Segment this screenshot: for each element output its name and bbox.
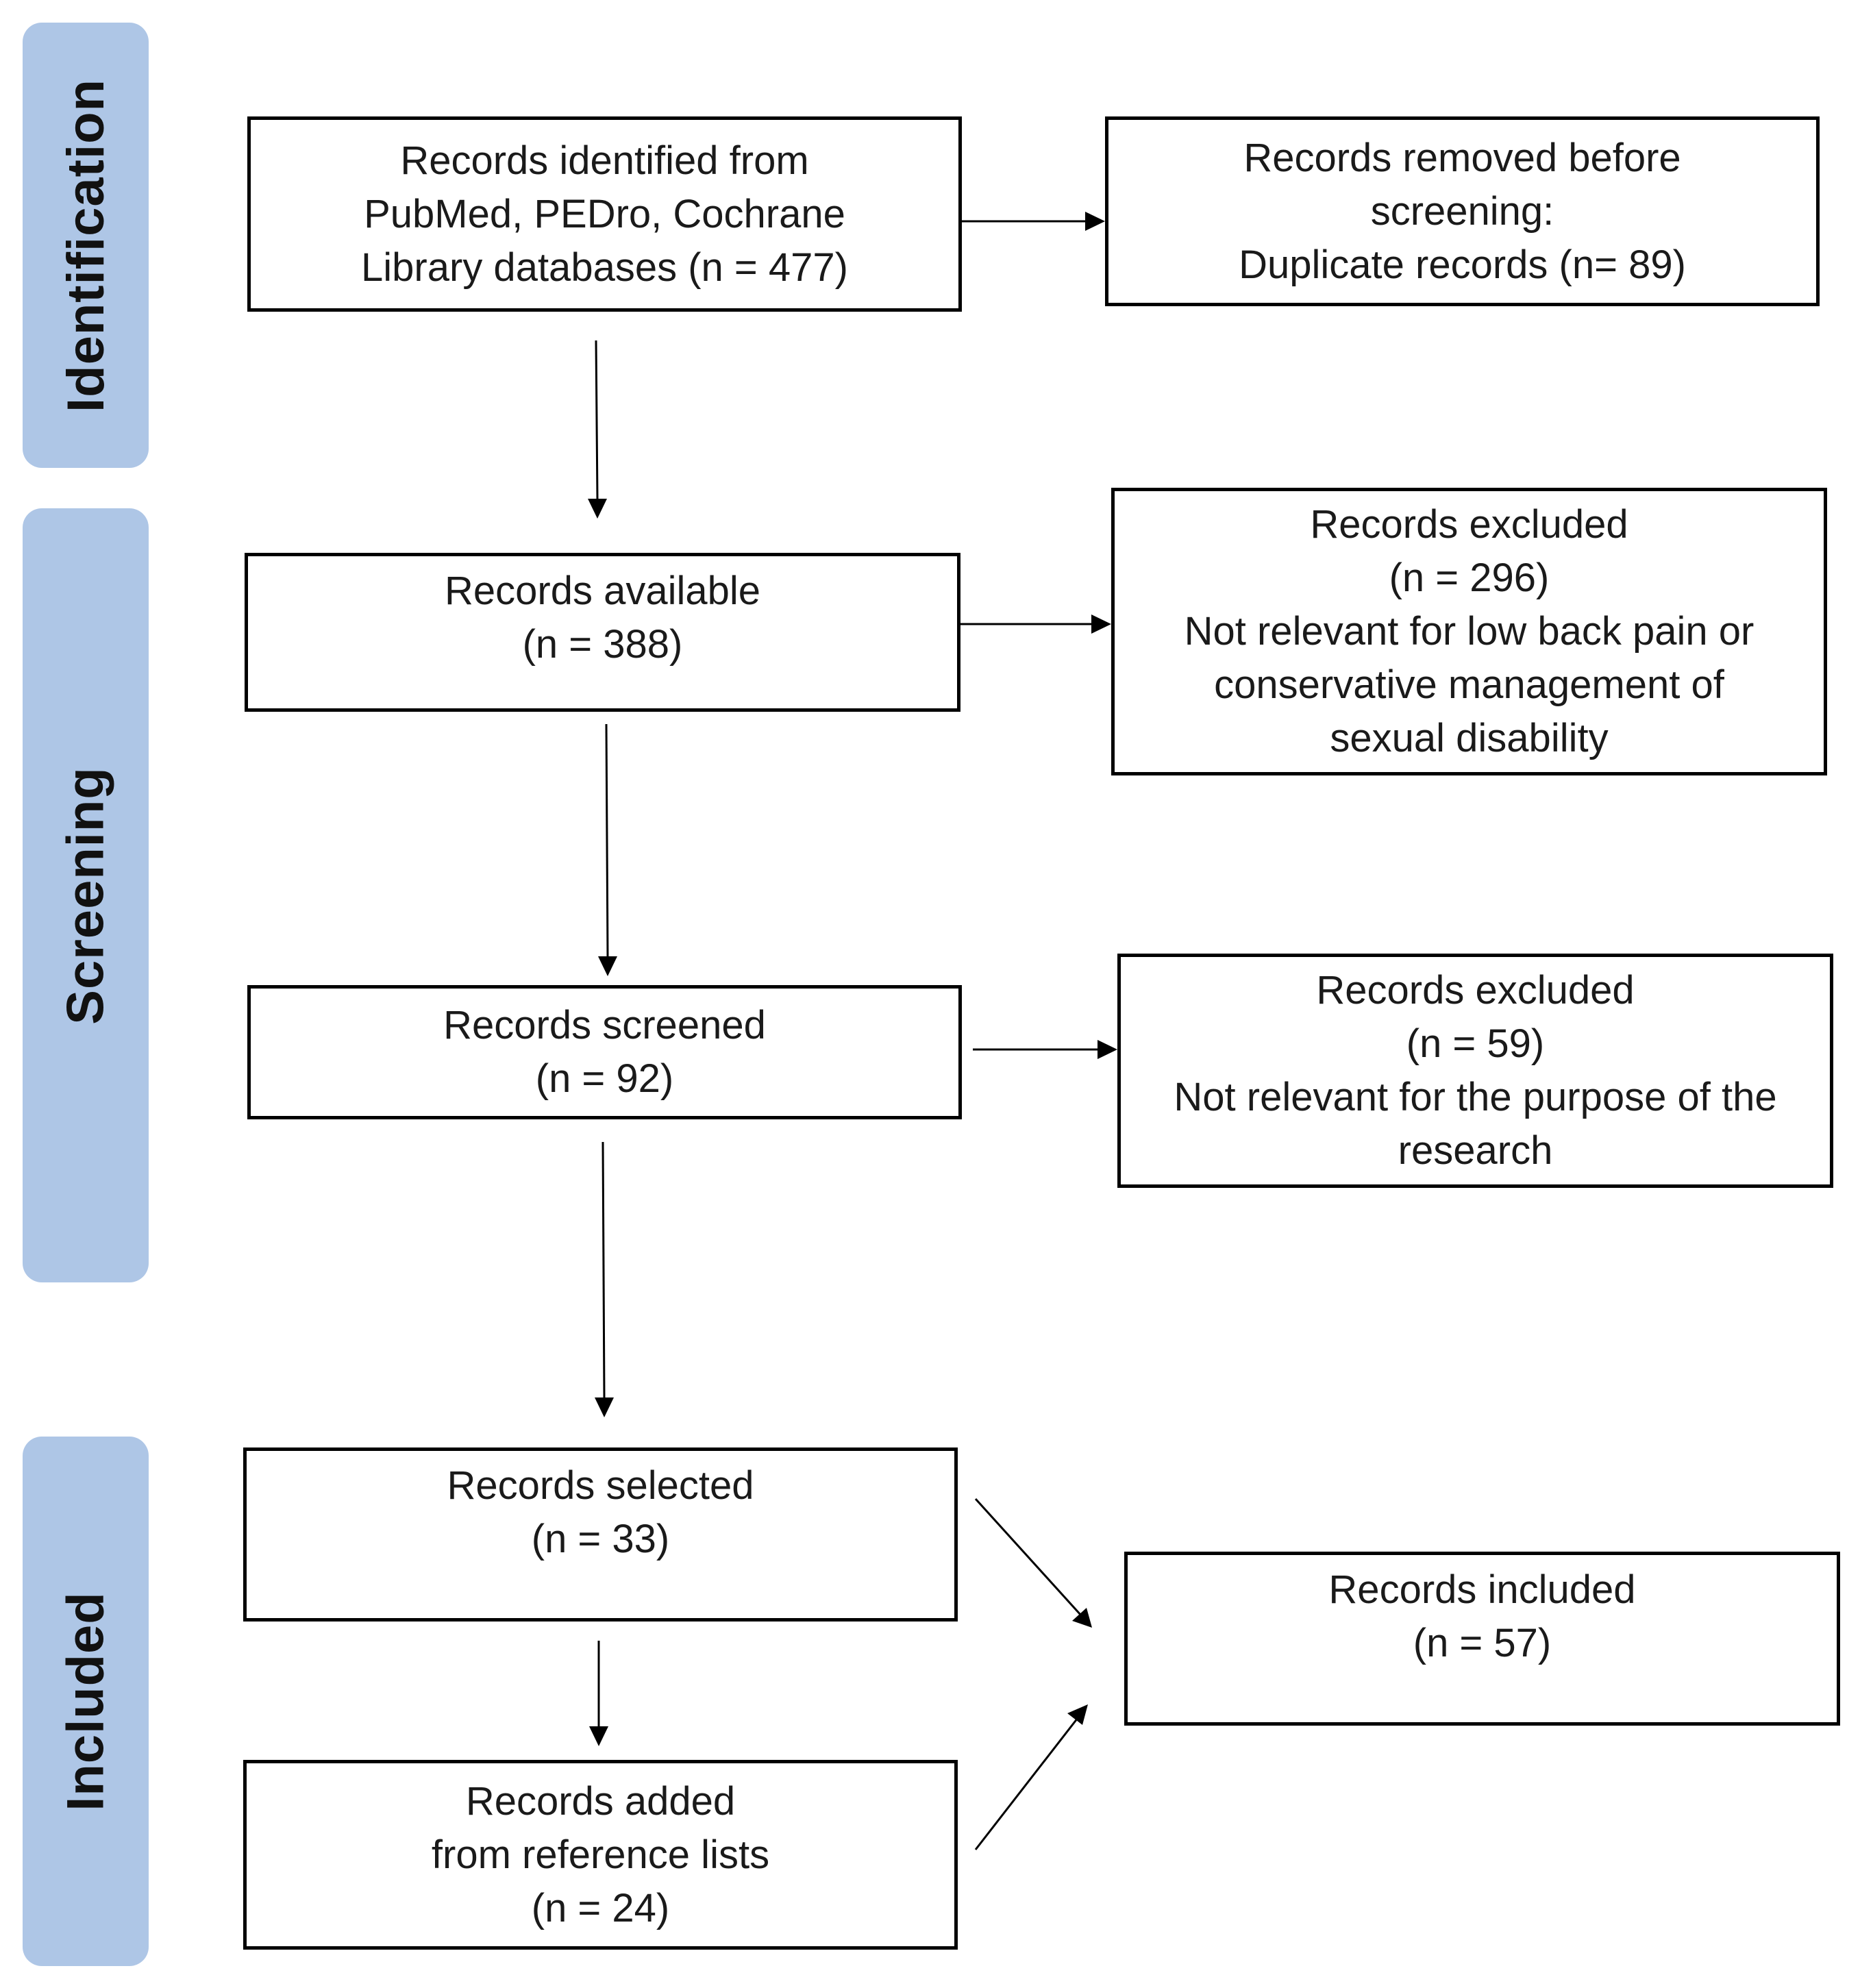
box-line: Records available bbox=[444, 569, 761, 613]
box-line: Records removed before bbox=[1243, 135, 1681, 180]
box-line: Not relevant for the purpose of the bbox=[1174, 1075, 1777, 1119]
arrow-to-selected bbox=[602, 1141, 606, 1400]
box-line: Library databases (n = 477) bbox=[361, 245, 848, 290]
box-line: from reference lists bbox=[431, 1832, 770, 1877]
box-line: (n = 59) bbox=[1406, 1021, 1545, 1066]
arrowhead bbox=[1072, 1608, 1092, 1628]
arrowhead bbox=[589, 1726, 608, 1746]
arrowhead bbox=[1067, 1704, 1088, 1725]
box-records-included: Records included (n = 57) bbox=[1124, 1552, 1840, 1726]
arrowhead bbox=[1085, 212, 1105, 231]
box-records-selected: Records selected (n = 33) bbox=[243, 1447, 958, 1622]
box-line: sexual disability bbox=[1330, 716, 1609, 760]
stage-screening-label: Screening bbox=[56, 766, 115, 1025]
box-line: research bbox=[1398, 1128, 1553, 1173]
box-line: screening: bbox=[1370, 188, 1554, 234]
box-line: Not relevant for low back pain or bbox=[1184, 609, 1754, 654]
box-records-excluded-1: Records excluded (n = 296) Not relevant … bbox=[1111, 488, 1827, 775]
box-records-removed: Records removed before screening: Duplic… bbox=[1105, 116, 1820, 306]
arrow-to-available bbox=[595, 340, 599, 501]
box-records-identified: Records identified from PubMed, PEDro, C… bbox=[247, 116, 962, 312]
stage-identification-label: Identification bbox=[56, 78, 115, 412]
box-line: Records excluded bbox=[1310, 502, 1628, 547]
box-line: PubMed, PEDro, Cochrane bbox=[364, 191, 845, 236]
box-line: Records screened bbox=[443, 1003, 766, 1047]
arrowhead bbox=[1098, 1040, 1117, 1059]
arrow-to-screened bbox=[605, 723, 609, 958]
box-line: (n = 24) bbox=[531, 1885, 670, 1930]
box-line: (n = 57) bbox=[1413, 1621, 1552, 1665]
box-line: Duplicate records (n= 89) bbox=[1239, 242, 1686, 287]
arrowhead bbox=[595, 1397, 614, 1417]
arrowhead bbox=[588, 499, 607, 519]
stage-screening: Screening bbox=[23, 508, 149, 1282]
box-records-screened: Records screened (n = 92) bbox=[247, 985, 962, 1119]
arrowhead bbox=[1091, 614, 1111, 634]
box-line: Records excluded bbox=[1316, 968, 1635, 1012]
box-line: Records added bbox=[465, 1778, 736, 1824]
box-line: Records included bbox=[1328, 1567, 1636, 1612]
box-line: (n = 296) bbox=[1389, 556, 1550, 600]
arrowhead bbox=[598, 956, 617, 976]
box-records-excluded-2: Records excluded (n = 59) Not relevant f… bbox=[1117, 954, 1833, 1188]
box-records-available: Records available (n = 388) bbox=[245, 553, 960, 712]
arrow-selected-to-included bbox=[974, 1498, 1082, 1617]
stage-included-label: Included bbox=[56, 1591, 115, 1811]
stage-identification: Identification bbox=[23, 23, 149, 468]
box-line: (n = 388) bbox=[522, 622, 683, 667]
box-line: Records selected bbox=[447, 1463, 754, 1508]
box-line: (n = 92) bbox=[535, 1056, 674, 1101]
box-line: Records identified from bbox=[400, 138, 809, 183]
arrow-added-to-included bbox=[974, 1717, 1079, 1850]
box-line: (n = 33) bbox=[531, 1517, 670, 1561]
stage-included: Included bbox=[23, 1437, 149, 1966]
box-records-added: Records added from reference lists (n = … bbox=[243, 1760, 958, 1950]
box-line: conservative management of bbox=[1214, 662, 1724, 707]
